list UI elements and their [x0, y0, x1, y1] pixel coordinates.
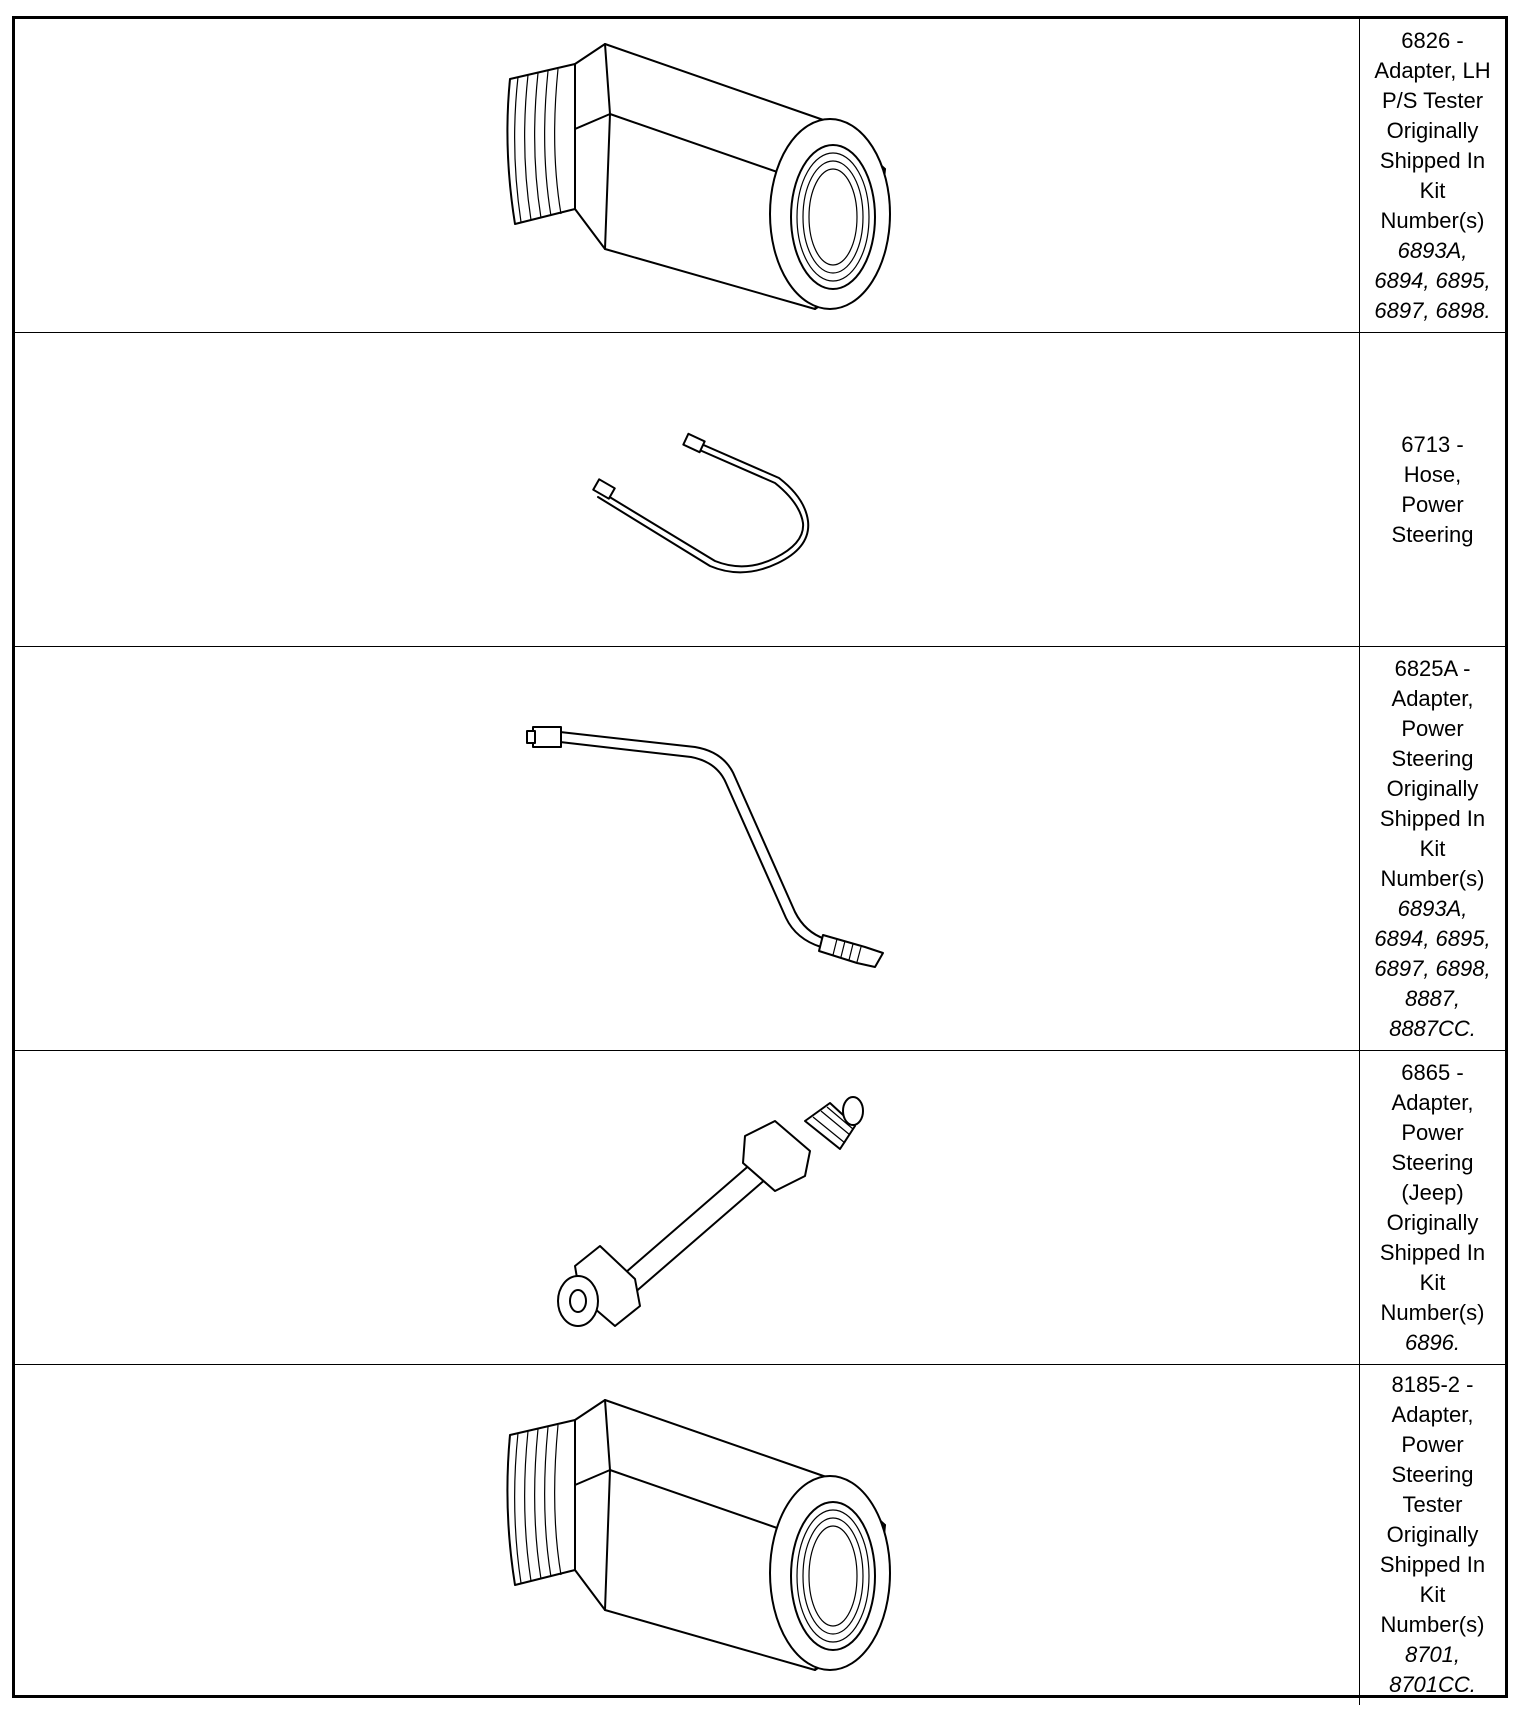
- tool-name-line: Steering: [1391, 745, 1474, 771]
- tool-name-line: 6826 -: [1401, 27, 1464, 53]
- tool-name-line: Power: [1401, 1119, 1464, 1145]
- tool-name-line: Originally: [1386, 1522, 1479, 1547]
- tool-description-cell: 6825A - Adapter, Power Steering Original…: [1359, 646, 1505, 1051]
- tool-name-line: Adapter,: [1391, 685, 1474, 711]
- kit-number-line: 8887CC.: [1389, 1015, 1476, 1041]
- tool-name-line: Number(s): [1380, 1612, 1485, 1637]
- tool-illustration-cell: [15, 332, 1360, 647]
- tool-name-line: Originally: [1386, 775, 1479, 801]
- kit-number-line: 8701,: [1404, 1642, 1461, 1667]
- kit-number-line: 6893A,: [1397, 895, 1468, 921]
- tool-name-line: Kit: [1419, 1582, 1446, 1607]
- tool-illustration-cell: [15, 1364, 1360, 1705]
- tool-name-line: Kit: [1419, 835, 1446, 861]
- table-row: 6825A - Adapter, Power Steering Original…: [15, 646, 1505, 1051]
- tool-name-line: Power: [1401, 491, 1464, 517]
- table-row: 6713 - Hose, Power Steering: [15, 332, 1505, 647]
- tool-name-line: Adapter,: [1391, 1402, 1474, 1427]
- tool-name-line: Tester: [1402, 1492, 1463, 1517]
- tool-name-line: 6825A -: [1394, 655, 1471, 681]
- tool-name-line: Originally: [1386, 117, 1479, 143]
- tool-name-line: P/S Tester: [1381, 87, 1484, 113]
- kit-number-line: 6897, 6898.: [1374, 297, 1491, 323]
- tool-name-line: Number(s): [1380, 865, 1485, 891]
- tool-illustration-cell: [15, 1050, 1360, 1365]
- tool-name-line: 6713 -: [1401, 431, 1464, 457]
- bent-tube-adapter-illustration: [526, 726, 884, 968]
- table-row: 6826 - Adapter, LH P/S Tester Originally…: [15, 19, 1505, 333]
- tool-name-line: (Jeep): [1401, 1179, 1464, 1205]
- bent-hose-illustration: [592, 432, 810, 574]
- special-tools-table: 6826 - Adapter, LH P/S Tester Originally…: [15, 19, 1505, 1705]
- table-row: 8185-2 - Adapter, Power Steering Tester …: [15, 1364, 1505, 1705]
- tool-name-line: Kit: [1419, 177, 1446, 203]
- tool-name-line: Steering: [1391, 521, 1474, 547]
- tool-name-line: Steering: [1391, 1149, 1474, 1175]
- kit-number-line: 6897, 6898,: [1374, 955, 1491, 981]
- tool-name-line: Kit: [1419, 1269, 1446, 1295]
- tool-name-line: Shipped In: [1379, 1239, 1486, 1265]
- adapter-fitting-illustration: [506, 1399, 891, 1671]
- tool-description-cell: 6865 - Adapter, Power Steering (Jeep) Or…: [1359, 1050, 1505, 1365]
- tool-description-cell: 8185-2 - Adapter, Power Steering Tester …: [1359, 1364, 1505, 1705]
- tool-name-line: Steering: [1391, 1462, 1474, 1487]
- adapter-fitting-illustration: [506, 43, 891, 310]
- tool-illustration-cell: [15, 19, 1360, 333]
- tool-name-line: Number(s): [1380, 1299, 1485, 1325]
- tool-name-line: Power: [1401, 1432, 1464, 1457]
- kit-number-line: 6894, 6895,: [1374, 267, 1491, 293]
- tool-illustration-cell: [15, 646, 1360, 1051]
- kit-number-line: 6893A,: [1397, 237, 1468, 263]
- tool-name-line: Shipped In: [1379, 805, 1486, 831]
- tool-name-line: 8185-2 -: [1391, 1372, 1474, 1397]
- tool-description-cell: 6826 - Adapter, LH P/S Tester Originally…: [1359, 19, 1505, 333]
- kit-number-line: 8701CC.: [1389, 1672, 1476, 1697]
- straight-tube-adapter-illustration: [557, 1096, 864, 1327]
- kit-number-line: 6894, 6895,: [1374, 925, 1491, 951]
- tools-table-frame: 6826 - Adapter, LH P/S Tester Originally…: [12, 16, 1508, 1705]
- tool-description-cell: 6713 - Hose, Power Steering: [1359, 332, 1505, 647]
- kit-number-line: 8887,: [1404, 985, 1461, 1011]
- tool-name-line: Adapter, LH: [1374, 57, 1491, 83]
- tool-name-line: 6865 -: [1401, 1059, 1464, 1085]
- tool-name-line: Shipped In: [1379, 1552, 1486, 1577]
- tool-name-line: Hose,: [1403, 461, 1462, 487]
- kit-number-line: 6896.: [1404, 1329, 1461, 1355]
- tool-name-line: Originally: [1386, 1209, 1479, 1235]
- tool-name-line: Power: [1401, 715, 1464, 741]
- table-row: 6865 - Adapter, Power Steering (Jeep) Or…: [15, 1050, 1505, 1365]
- tool-name-line: Shipped In: [1379, 147, 1486, 173]
- tool-name-line: Number(s): [1380, 207, 1485, 233]
- tool-name-line: Adapter,: [1391, 1089, 1474, 1115]
